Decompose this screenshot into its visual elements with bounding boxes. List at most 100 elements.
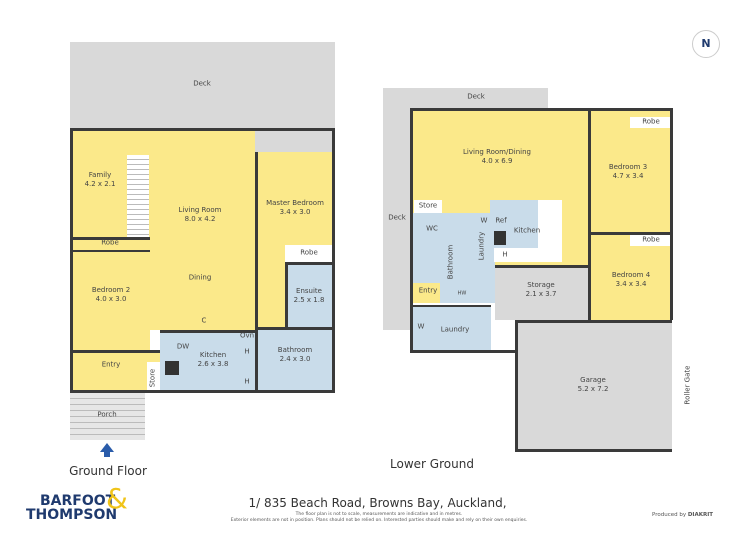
room-bathroom [255, 327, 335, 393]
produced-by-label: Produced by [652, 512, 687, 518]
storage-size: 2.1 x 3.7 [525, 290, 557, 298]
ground-floor-title: Ground Floor [69, 464, 147, 478]
deck-side [383, 88, 411, 330]
label-store: Store [148, 368, 157, 388]
living-lg-name: Living Room/Dining [463, 148, 531, 156]
wall-laundry-bottom [410, 350, 515, 353]
label-dw: DW [176, 342, 190, 351]
family-size: 4.2 x 2.1 [84, 180, 116, 188]
label-h-lower: H [502, 250, 508, 259]
living-name: Living Room [178, 206, 222, 214]
cooktop-icon [165, 361, 179, 375]
produced-by: Produced by DIAKRIT [652, 512, 713, 518]
room-storage [495, 265, 588, 320]
bedroom4-size: 3.4 x 3.4 [615, 280, 647, 288]
kitchen-h [494, 248, 562, 262]
bedroom2-name: Bedroom 2 [91, 286, 131, 294]
disclaimer-1: The floor plan is not to scale, measurem… [295, 512, 463, 517]
wall-top [410, 108, 672, 111]
label-entry-lower: Entry [418, 286, 438, 295]
room-robe-2 [70, 237, 150, 252]
bathroom-name: Bathroom [277, 346, 313, 354]
label-oven: Ovn [239, 331, 255, 340]
label-wc: WC [426, 224, 438, 233]
ensuite-size: 2.5 x 1.8 [293, 296, 325, 304]
cooktop-lower-icon [494, 231, 506, 245]
label-hw: HW [457, 290, 467, 297]
wall-left [410, 108, 413, 353]
label-dining: Dining [188, 273, 212, 282]
store [147, 362, 160, 393]
ensuite-name: Ensuite [296, 287, 322, 295]
kitchen-bench [538, 200, 562, 248]
master-size: 3.4 x 3.0 [279, 208, 311, 216]
robe-3 [630, 117, 672, 128]
brand-logo: BARFOOT THOMPSON & [26, 485, 128, 523]
room-robe-master [285, 245, 335, 262]
robe-4 [630, 235, 672, 246]
label-entry: Entry [101, 360, 121, 369]
label-h2: H [244, 377, 250, 386]
label-ref: Ref [495, 216, 507, 225]
label-robe-4: Robe [642, 235, 660, 244]
disclaimer-2: Exterior elements are not in position. P… [230, 518, 528, 523]
bedroom3-size: 4.7 x 3.4 [612, 172, 644, 180]
master-name: Master Bedroom [266, 199, 324, 207]
entrance-arrow-icon [100, 443, 114, 452]
brand-ampersand: & [106, 482, 128, 515]
address: 1/ 835 Beach Road, Browns Bay, Auckland, [248, 496, 507, 510]
bedroom3-name: Bedroom 3 [608, 163, 648, 171]
brand-line1: BARFOOT [40, 493, 116, 509]
label-w2: W [417, 322, 425, 331]
room-bedroom-2 [70, 252, 150, 350]
label-c: C [201, 316, 207, 325]
label-deck-top: Deck [467, 92, 485, 101]
label-deck: Deck [193, 79, 211, 88]
label-robe-master: Robe [300, 248, 318, 257]
label-h1: H [244, 347, 250, 356]
lower-ground-title: Lower Ground [390, 457, 474, 471]
bathroom-size: 2.4 x 3.0 [279, 355, 311, 363]
label-robe-2: Robe [101, 238, 119, 247]
entrance-arrow-stem [104, 451, 110, 457]
brand-line2: THOMPSON [26, 507, 118, 523]
storage-name: Storage [527, 281, 555, 289]
garage-size: 5.2 x 7.2 [577, 385, 609, 393]
bedroom2-size: 4.0 x 3.0 [95, 295, 127, 303]
room-ensuite [285, 262, 335, 327]
room-living [150, 128, 255, 330]
room-entry [70, 350, 160, 393]
north-compass-icon: N [692, 30, 720, 58]
label-store-lower: Store [418, 201, 438, 210]
label-w1: W [480, 216, 488, 225]
label-porch: Porch [97, 410, 117, 419]
living-size: 8.0 x 4.2 [184, 215, 216, 223]
living-lg-size: 4.0 x 6.9 [481, 157, 513, 165]
room-laundry [411, 305, 491, 350]
bedroom4-name: Bedroom 4 [611, 271, 651, 279]
room-bedroom-4 [588, 232, 672, 320]
label-kitchen-lower: Kitchen [513, 226, 541, 235]
producer-name: DIAKRIT [687, 512, 714, 518]
label-laundry: Laundry [440, 325, 470, 334]
label-laundry-small: Laundry [477, 231, 486, 261]
store-lower [414, 200, 442, 213]
wall-right [670, 108, 673, 320]
room-garage [515, 320, 672, 452]
label-bathroom-lower: Bathroom [446, 244, 455, 280]
family-name: Family [88, 171, 112, 179]
room-bedroom-3 [588, 110, 672, 232]
label-robe-3: Robe [642, 117, 660, 126]
room-entry-lower [412, 283, 440, 303]
garage-name: Garage [580, 376, 606, 384]
